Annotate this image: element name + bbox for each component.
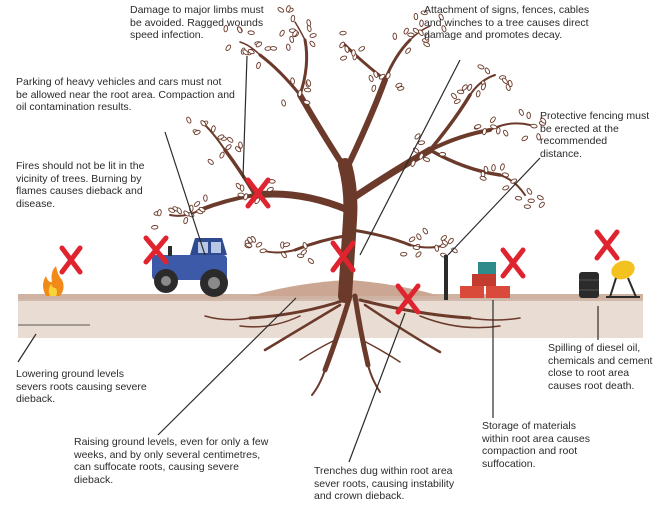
cross-mark-icon: [503, 250, 523, 276]
leaf: [502, 185, 509, 191]
leaf: [526, 188, 533, 195]
leaf: [306, 19, 311, 26]
leaf: [300, 249, 307, 256]
leaf: [340, 55, 347, 61]
leaf: [461, 84, 468, 91]
annotation-signs: Attachment of signs, fences, cables and …: [424, 4, 594, 42]
annotation-limbs: Damage to major limbs must be avoided. R…: [130, 4, 278, 42]
leaf: [422, 227, 429, 234]
leaf: [219, 151, 225, 158]
leaf: [501, 77, 508, 84]
leaf: [277, 7, 284, 14]
leaf: [310, 33, 317, 38]
cross-mark-icon: [597, 232, 617, 258]
leaf: [515, 196, 522, 201]
leaf: [537, 195, 544, 201]
leaf: [416, 233, 422, 240]
leaf: [371, 85, 376, 92]
leaf: [530, 124, 537, 129]
leaf: [176, 207, 182, 214]
leaf: [260, 248, 267, 253]
leaf: [309, 40, 316, 47]
leaf: [291, 15, 295, 22]
leaf: [420, 20, 424, 27]
leaf: [528, 199, 535, 203]
leaf: [521, 135, 528, 142]
cross-mark-icon: [62, 248, 80, 272]
annotation-trenches: Trenches dug within root area sever root…: [314, 465, 464, 503]
leaf: [439, 152, 445, 156]
leaf: [538, 201, 545, 208]
leaf: [225, 44, 232, 51]
leaf: [482, 128, 487, 135]
leaf: [474, 124, 481, 129]
leaf: [518, 109, 524, 116]
leaf: [352, 50, 356, 56]
leaf: [240, 185, 244, 192]
ground: [18, 280, 643, 338]
leaf: [255, 241, 262, 248]
leaf: [451, 92, 458, 99]
leaf: [340, 31, 347, 35]
leaf: [225, 144, 232, 151]
leaf: [524, 205, 531, 209]
leaf: [423, 157, 430, 162]
leaf: [151, 225, 158, 229]
leaf: [454, 98, 461, 104]
leaf: [484, 67, 490, 74]
leaf: [476, 90, 481, 97]
leaf: [503, 129, 509, 136]
annotation-fencing: Protective fencing must be erected at th…: [540, 110, 652, 160]
annotation-storage: Storage of materials within root area ca…: [482, 420, 592, 470]
leaf: [393, 33, 397, 40]
leaf: [415, 251, 422, 258]
leaf: [304, 88, 311, 92]
leaf: [211, 125, 216, 132]
leaf: [207, 158, 214, 165]
leaf: [270, 46, 277, 50]
cement-mixer-icon: [606, 257, 640, 297]
leaf: [447, 237, 454, 244]
crate-stack-icon: [460, 262, 510, 298]
leaf: [204, 195, 208, 201]
leaf: [290, 78, 295, 85]
leaf: [368, 75, 374, 82]
leaf: [408, 236, 415, 243]
leaf: [490, 116, 497, 123]
leaf: [527, 112, 531, 119]
leaf: [298, 90, 303, 97]
leaf: [186, 116, 192, 123]
leaf: [480, 176, 487, 181]
leaf: [385, 72, 391, 79]
barrel-icon: [579, 272, 599, 298]
fence-post-icon: [444, 255, 448, 300]
leaf: [238, 193, 245, 197]
leaf: [227, 136, 234, 143]
leaf: [491, 164, 495, 171]
leaf: [193, 201, 200, 208]
leaf: [279, 30, 285, 37]
leaf: [500, 163, 505, 170]
leaf: [281, 99, 286, 106]
annotation-lowering: Lowering ground levels severs roots caus…: [16, 368, 156, 406]
leaf: [373, 71, 379, 78]
leaf: [477, 64, 484, 70]
annotation-fires: Fires should not be lit in the vicinity …: [16, 160, 156, 210]
leaf: [183, 217, 188, 224]
leaf: [414, 13, 418, 20]
leaf: [413, 245, 420, 249]
tractor-icon: [152, 238, 228, 297]
leaf: [358, 46, 365, 52]
leaf: [256, 62, 261, 69]
annotation-raising: Raising ground levels, even for only a f…: [74, 436, 274, 486]
leaf: [286, 44, 291, 51]
leaf: [408, 33, 415, 37]
leaf: [307, 258, 314, 265]
annotation-vehicles: Parking of heavy vehicles and cars must …: [16, 76, 236, 114]
annotation-diesel: Spilling of diesel oil, chemicals and ce…: [548, 342, 656, 392]
leaf: [157, 209, 162, 216]
leaf: [405, 47, 412, 54]
leaf: [467, 84, 473, 91]
leaf: [400, 252, 407, 256]
